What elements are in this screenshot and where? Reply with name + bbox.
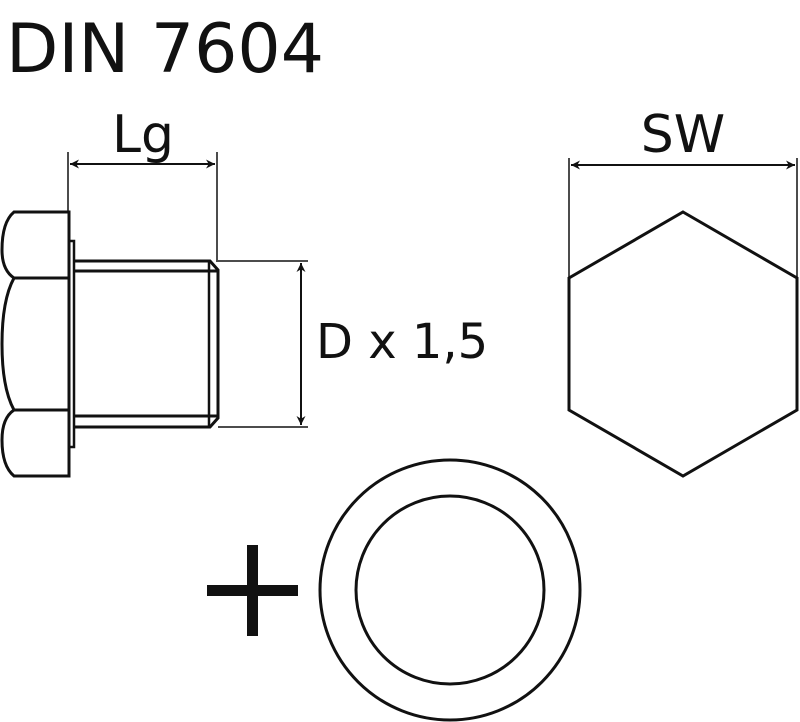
sealing-washer (318, 458, 582, 722)
wrench-size-dimension (568, 158, 798, 278)
length-label: Lg (112, 105, 174, 165)
diameter-dimension (218, 260, 308, 428)
wrench-size-label: SW (641, 105, 725, 165)
plus-icon (207, 545, 298, 636)
thread-label: D x 1,5 (316, 314, 488, 370)
length-dimension (67, 152, 218, 262)
page-title: DIN 7604 (6, 10, 324, 89)
hex-top-view (567, 210, 799, 478)
flange (67, 239, 76, 449)
hex-head (0, 210, 71, 478)
plug-side-view (0, 210, 220, 478)
thread-body (74, 259, 220, 429)
